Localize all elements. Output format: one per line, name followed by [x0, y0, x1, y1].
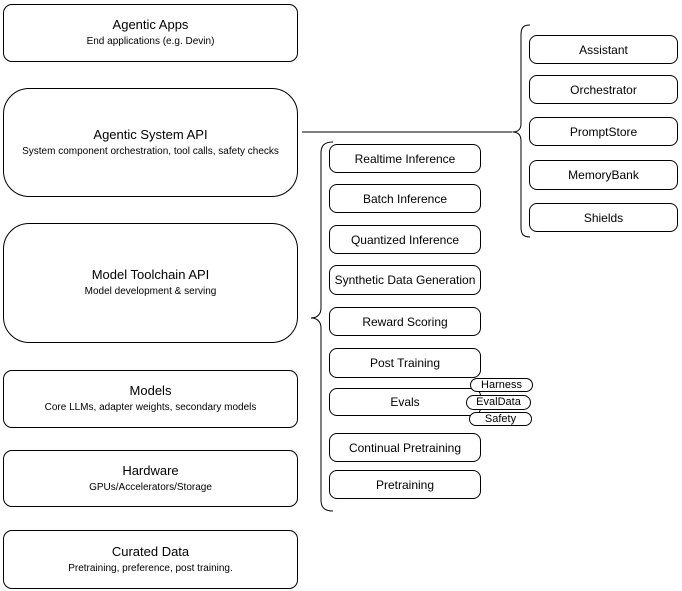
node-memorybank: MemoryBank — [529, 160, 678, 190]
node-title: Curated Data — [111, 543, 190, 559]
node-curated-data: Curated Data Pretraining, preference, po… — [3, 530, 298, 589]
node-quantized-inference: Quantized Inference — [329, 225, 481, 254]
node-subtitle: End applications (e.g. Devin) — [86, 36, 215, 47]
node-promptstore: PromptStore — [529, 117, 678, 146]
node-continual-pretraining: Continual Pretraining — [329, 433, 481, 462]
node-title: Agentic Apps — [112, 17, 189, 32]
node-subtitle: Core LLMs, adapter weights, secondary mo… — [44, 402, 257, 413]
node-model-toolchain-api: Model Toolchain API Model development & … — [3, 223, 298, 343]
node-post-training: Post Training — [329, 348, 481, 378]
node-title: Agentic System API — [93, 126, 208, 142]
pill-safety: Safety — [469, 412, 532, 426]
node-subtitle: Pretraining, preference, post training. — [68, 562, 233, 574]
system-group-brace — [512, 24, 531, 238]
node-hardware: Hardware GPUs/Accelerators/Storage — [3, 450, 298, 507]
node-agentic-system-api: Agentic System API System component orch… — [3, 88, 298, 197]
pill-evaldata: EvalData — [466, 395, 531, 410]
node-shields: Shields — [529, 203, 678, 232]
node-title: Hardware — [122, 462, 179, 478]
pill-harness: Harness — [470, 378, 533, 392]
node-subtitle: Model development & serving — [84, 286, 217, 297]
node-subtitle: GPUs/Accelerators/Storage — [89, 481, 212, 493]
node-orchestrator: Orchestrator — [529, 75, 678, 104]
node-realtime-inference: Realtime Inference — [329, 144, 481, 173]
node-synthetic-data-generation: Synthetic Data Generation — [329, 265, 481, 295]
node-reward-scoring: Reward Scoring — [329, 307, 481, 336]
node-subtitle: System component orchestration, tool cal… — [22, 145, 279, 157]
node-title: Models — [129, 383, 172, 398]
node-models: Models Core LLMs, adapter weights, secon… — [3, 370, 298, 428]
node-pretraining: Pretraining — [329, 470, 481, 499]
node-batch-inference: Batch Inference — [329, 184, 481, 213]
node-evals: Evals — [329, 388, 481, 416]
node-agentic-apps: Agentic Apps End applications (e.g. Devi… — [3, 4, 298, 62]
node-title: Model Toolchain API — [91, 267, 210, 282]
node-assistant: Assistant — [529, 35, 678, 64]
